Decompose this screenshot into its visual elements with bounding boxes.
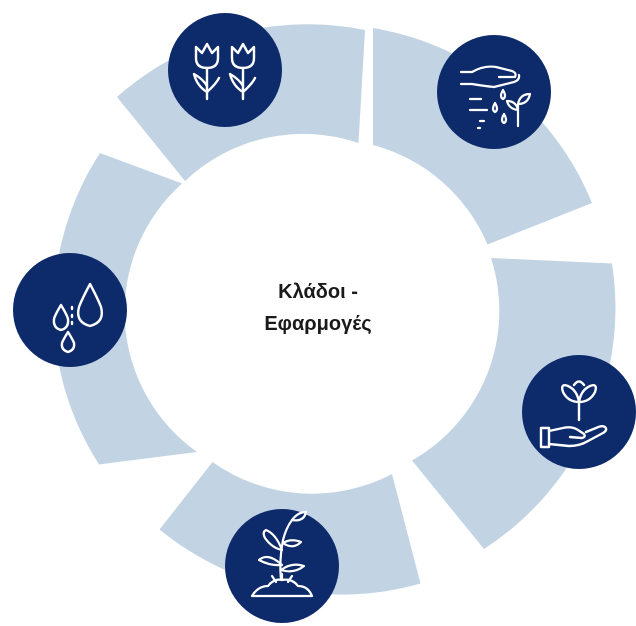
sprout-in-hand-icon (539, 380, 608, 449)
hand-water-drops-sprout-icon (459, 65, 532, 130)
center-title-line-1: Κλάδοι - (278, 281, 358, 303)
ring-segment-water (53, 153, 198, 465)
center-title: Κλάδοι - Εφαρμογές (218, 276, 418, 340)
badge-water (13, 253, 127, 367)
center-title-line-2: Εφαρμογές (264, 313, 372, 335)
ring-segment-plant-in-hand (412, 258, 616, 549)
badge-plant-in-hand (522, 355, 636, 469)
plant-with-roots-soil-icon (250, 510, 314, 598)
tulips-icon (192, 42, 257, 101)
water-drops-icon (52, 282, 104, 354)
badge-flowers (168, 13, 282, 127)
ring-segments (53, 24, 616, 595)
badge-hand-sowing (437, 35, 551, 149)
badge-plant-growing (225, 509, 339, 623)
